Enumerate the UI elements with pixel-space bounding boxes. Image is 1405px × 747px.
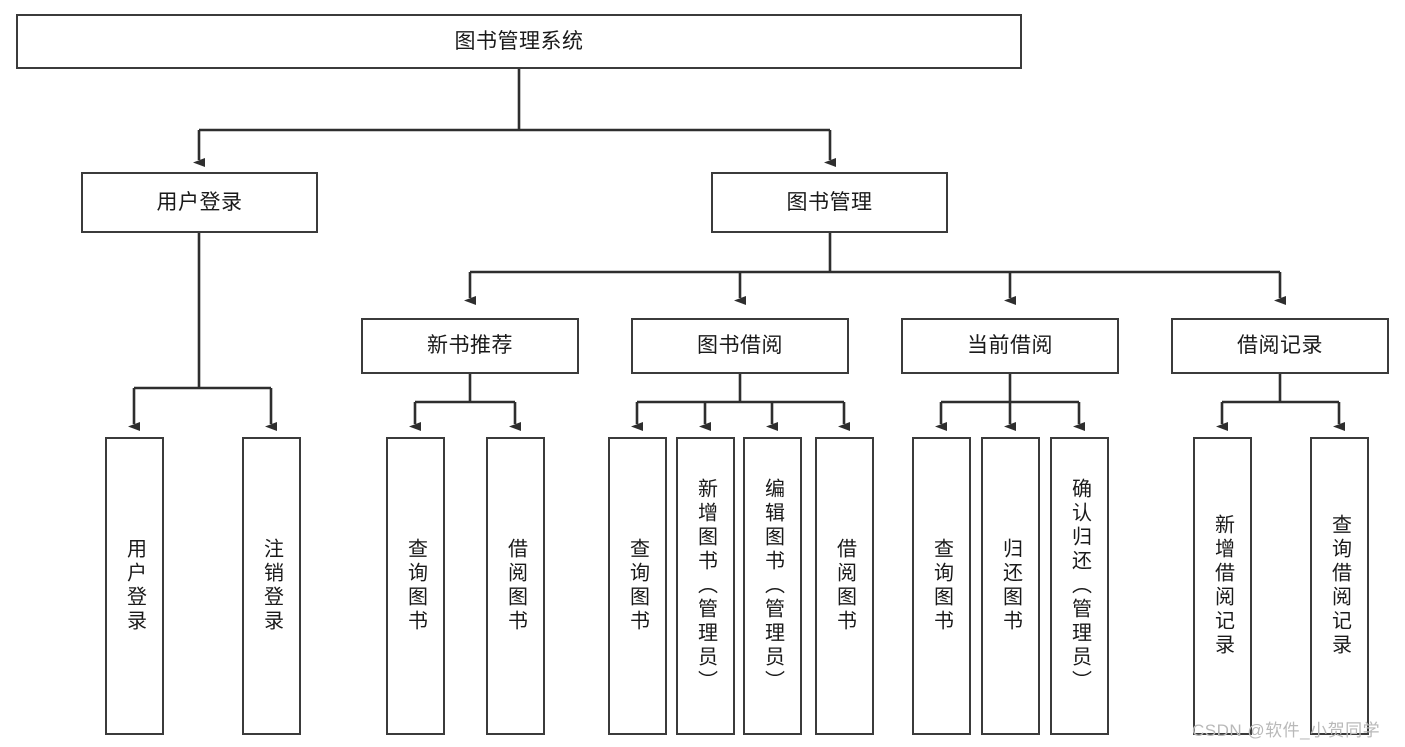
leaf-borrow-query-book[interactable]: 查询图书 — [608, 437, 667, 735]
leaf-borrow-borrow-book-label: 借阅图书 — [833, 538, 856, 634]
leaf-current-query-book-label: 查询图书 — [930, 538, 953, 634]
leaf-borrow-add-book-label: 新增图书（管理员） — [694, 478, 717, 694]
leaf-current-return-book[interactable]: 归还图书 — [981, 437, 1040, 735]
node-root[interactable]: 图书管理系统 — [16, 14, 1022, 69]
leaf-borrow-edit-book-label: 编辑图书（管理员） — [761, 478, 784, 694]
leaf-record-query-record-label: 查询借阅记录 — [1328, 514, 1351, 658]
node-book-borrow-label: 图书借阅 — [697, 334, 783, 358]
leaf-current-return-book-label: 归还图书 — [999, 538, 1022, 634]
node-current-borrow-label: 当前借阅 — [967, 334, 1053, 358]
leaf-borrow-edit-book[interactable]: 编辑图书（管理员） — [743, 437, 802, 735]
leaf-user-login-signin[interactable]: 用户登录 — [105, 437, 164, 735]
leaf-current-query-book[interactable]: 查询图书 — [912, 437, 971, 735]
leaf-recommend-query-book[interactable]: 查询图书 — [386, 437, 445, 735]
node-borrow-record-label: 借阅记录 — [1237, 334, 1323, 358]
node-new-book-recommend[interactable]: 新书推荐 — [361, 318, 579, 374]
leaf-user-login-signout-label: 注销登录 — [260, 538, 283, 634]
node-user-login[interactable]: 用户登录 — [81, 172, 318, 233]
leaf-recommend-borrow-book[interactable]: 借阅图书 — [486, 437, 545, 735]
node-current-borrow[interactable]: 当前借阅 — [901, 318, 1119, 374]
leaf-borrow-query-book-label: 查询图书 — [626, 538, 649, 634]
leaf-user-login-signout[interactable]: 注销登录 — [242, 437, 301, 735]
leaf-user-login-signin-label: 用户登录 — [123, 538, 146, 634]
leaf-recommend-query-book-label: 查询图书 — [404, 538, 427, 634]
node-root-label: 图书管理系统 — [454, 29, 584, 53]
node-new-book-recommend-label: 新书推荐 — [427, 334, 513, 358]
leaf-recommend-borrow-book-label: 借阅图书 — [504, 538, 527, 634]
node-book-management[interactable]: 图书管理 — [711, 172, 948, 233]
node-user-login-label: 用户登录 — [156, 190, 243, 214]
leaf-current-confirm-return-label: 确认归还（管理员） — [1068, 478, 1091, 694]
csdn-watermark: CSDN @软件_小贺同学 — [1192, 721, 1381, 740]
leaf-record-add-record[interactable]: 新增借阅记录 — [1193, 437, 1252, 735]
leaf-current-confirm-return[interactable]: 确认归还（管理员） — [1050, 437, 1109, 735]
leaf-borrow-add-book[interactable]: 新增图书（管理员） — [676, 437, 735, 735]
leaf-record-query-record[interactable]: 查询借阅记录 — [1310, 437, 1369, 735]
leaf-record-add-record-label: 新增借阅记录 — [1211, 514, 1234, 658]
node-book-management-label: 图书管理 — [786, 190, 873, 214]
node-borrow-record[interactable]: 借阅记录 — [1171, 318, 1389, 374]
node-book-borrow[interactable]: 图书借阅 — [631, 318, 849, 374]
leaf-borrow-borrow-book[interactable]: 借阅图书 — [815, 437, 874, 735]
